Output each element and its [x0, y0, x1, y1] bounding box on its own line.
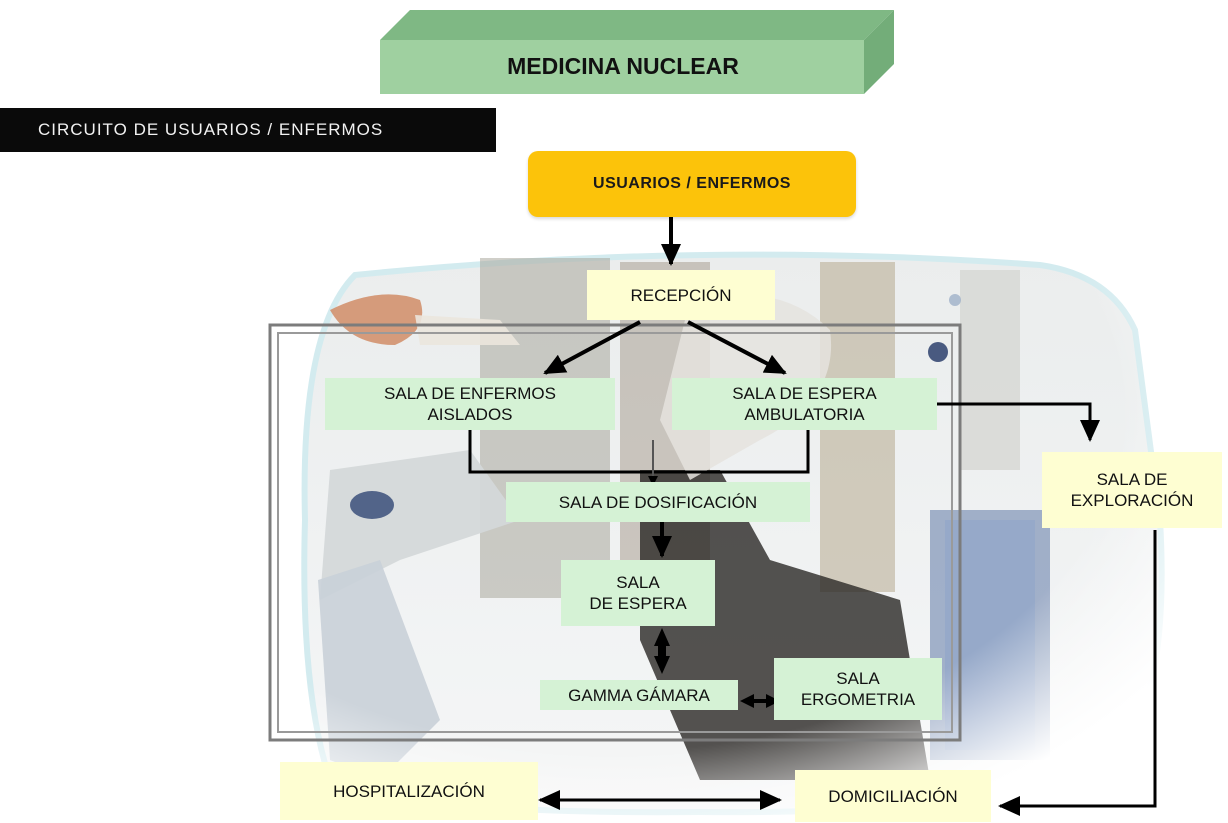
node-hospitalizacion: HOSPITALIZACIÓN	[280, 762, 538, 820]
node-domiciliacion: DOMICILIACIÓN	[795, 770, 991, 822]
node-sala-dosificacion: SALA DE DOSIFICACIÓN	[506, 482, 810, 522]
node-sala-enfermos-aislados: SALA DE ENFERMOS AISLADOS	[325, 378, 615, 430]
flow-frame-inner	[277, 332, 953, 733]
node-sala-espera-ambulatoria: SALA DE ESPERA AMBULATORIA	[672, 378, 937, 430]
arrow-recepcion-aislados	[543, 320, 641, 375]
arrow-espera-gamma	[654, 628, 670, 674]
arrow-recepcion-ambulatoria	[687, 320, 787, 375]
connector-salas-merge	[468, 430, 810, 474]
arrow-exploracion-domiciliacion	[998, 530, 1157, 816]
node-recepcion: RECEPCIÓN	[587, 270, 775, 320]
header-prism	[380, 10, 894, 94]
arrow-ambulatoria-exploracion	[937, 402, 1100, 442]
arrow-gamma-ergometria	[740, 694, 780, 708]
page-title: MEDICINA NUCLEAR	[507, 52, 739, 79]
node-sala-exploracion: SALA DE EXPLORACIÓN	[1042, 452, 1222, 528]
node-sala-ergometria: SALA ERGOMETRIA	[774, 658, 942, 720]
node-usuarios-enfermos: USUARIOS / ENFERMOS	[528, 151, 856, 217]
node-sala-espera: SALA DE ESPERA	[561, 560, 715, 626]
node-gamma-camara: GAMMA GÁMARA	[540, 680, 738, 710]
flow-frame-outer	[268, 323, 962, 742]
section-heading: CIRCUITO DE USUARIOS / ENFERMOS	[0, 108, 496, 152]
